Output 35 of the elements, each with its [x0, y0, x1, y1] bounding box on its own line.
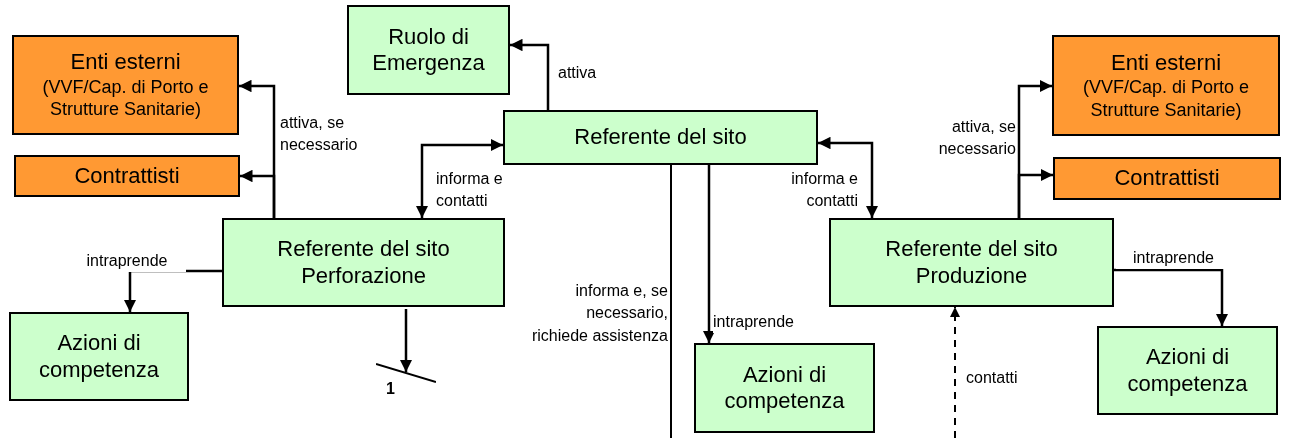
process-box	[1097, 326, 1278, 415]
process-box	[14, 155, 240, 197]
box-title: Ruolo di Emergenza	[371, 23, 486, 77]
process-box	[829, 218, 1114, 307]
arrow	[1114, 268, 1229, 326]
arrow	[1017, 168, 1053, 218]
box-title: Enti esterni	[1110, 49, 1222, 77]
arrow	[510, 38, 550, 110]
process-box	[503, 110, 818, 165]
box-title: Referente del sito Perforazione	[276, 236, 451, 289]
process-box	[1053, 157, 1281, 200]
box-title: Contrattisti	[1114, 165, 1220, 192]
process-box	[694, 343, 875, 433]
process-box	[347, 5, 510, 95]
box-title: Azioni di competenza	[1126, 344, 1249, 397]
arrow	[399, 309, 413, 372]
box-subtitle: (VVF/Cap. di Porto e Strutture Sanitarie)	[41, 75, 210, 121]
connector-line	[670, 164, 672, 438]
process-box	[12, 35, 239, 135]
box-title: Enti esterni	[70, 49, 181, 76]
box-title: Azioni di competenza	[38, 330, 160, 383]
box-title: Contrattisti	[74, 162, 180, 190]
process-box	[1052, 35, 1280, 136]
process-box	[9, 312, 189, 401]
box-title: Azioni di competenza	[723, 361, 846, 415]
arrow	[818, 136, 879, 218]
box-subtitle: (VVF/Cap. di Porto e Strutture Sanitarie)	[1081, 76, 1251, 122]
box-title: Referente del sito Produzione	[884, 236, 1059, 289]
arrow	[415, 138, 503, 218]
arrow	[950, 306, 960, 438]
process-box	[222, 218, 505, 307]
connector-number: 1	[386, 380, 395, 398]
arrow	[702, 165, 716, 343]
arrow	[240, 169, 276, 218]
box-title: Referente del sito	[574, 124, 747, 151]
